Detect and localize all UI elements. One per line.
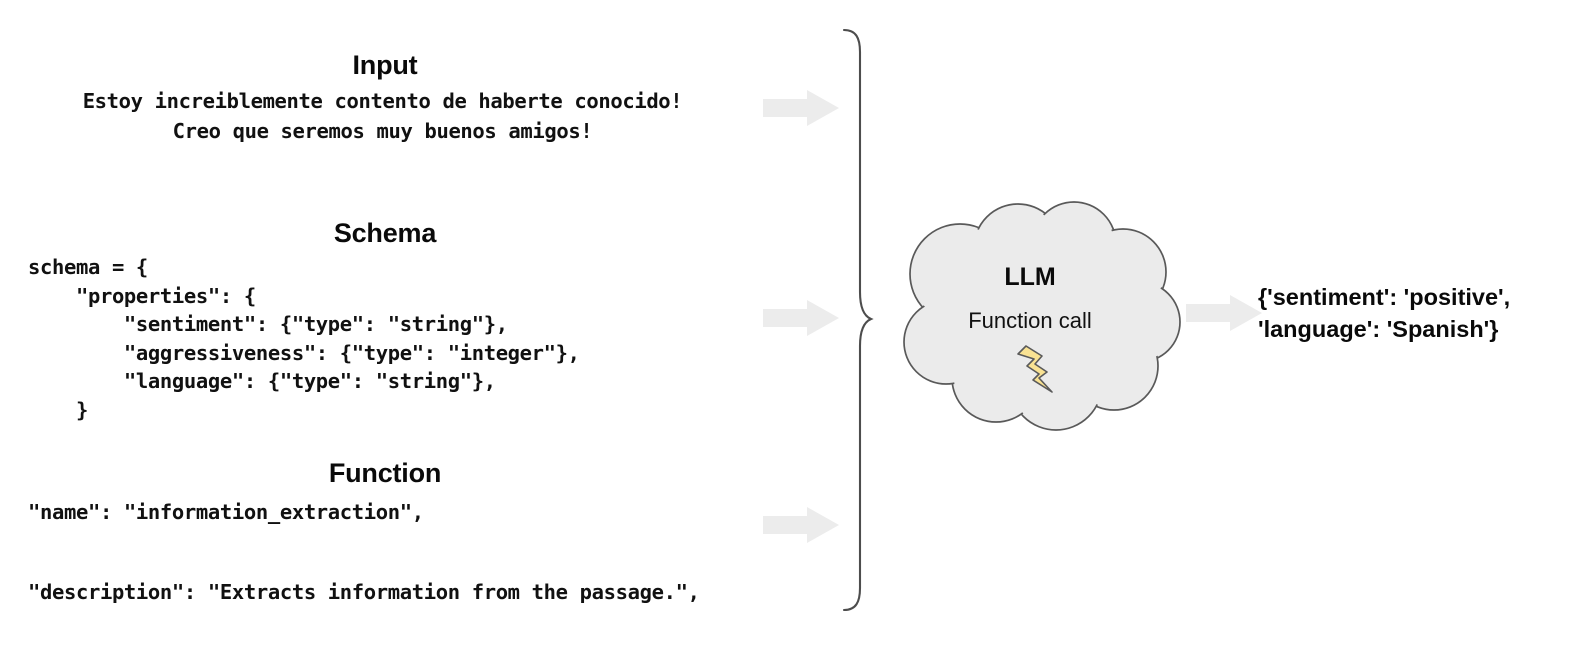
input-section-text: Estoy increiblemente contento de haberte… bbox=[82, 89, 683, 143]
function-section-code: "name": "information_extraction", "descr… bbox=[28, 500, 700, 604]
output-text: {'sentiment': 'positive', 'language': 'S… bbox=[1258, 284, 1511, 342]
grouping-brace bbox=[838, 20, 874, 620]
output-arrow bbox=[1186, 295, 1262, 331]
schema-section-code: schema = { "properties": { "sentiment": … bbox=[28, 255, 580, 422]
llm-cloud bbox=[878, 198, 1182, 432]
function-section-heading: Function bbox=[328, 458, 442, 488]
input-section-heading: Input bbox=[352, 50, 418, 80]
input-arrow bbox=[763, 90, 839, 126]
function-arrow bbox=[763, 507, 839, 543]
llm-title: LLM bbox=[1004, 263, 1056, 291]
schema-section-heading: Schema bbox=[333, 218, 437, 248]
schema-arrow bbox=[763, 300, 839, 336]
lightning-bolt-icon bbox=[1012, 342, 1062, 396]
function-call-label: Function call bbox=[968, 308, 1092, 333]
